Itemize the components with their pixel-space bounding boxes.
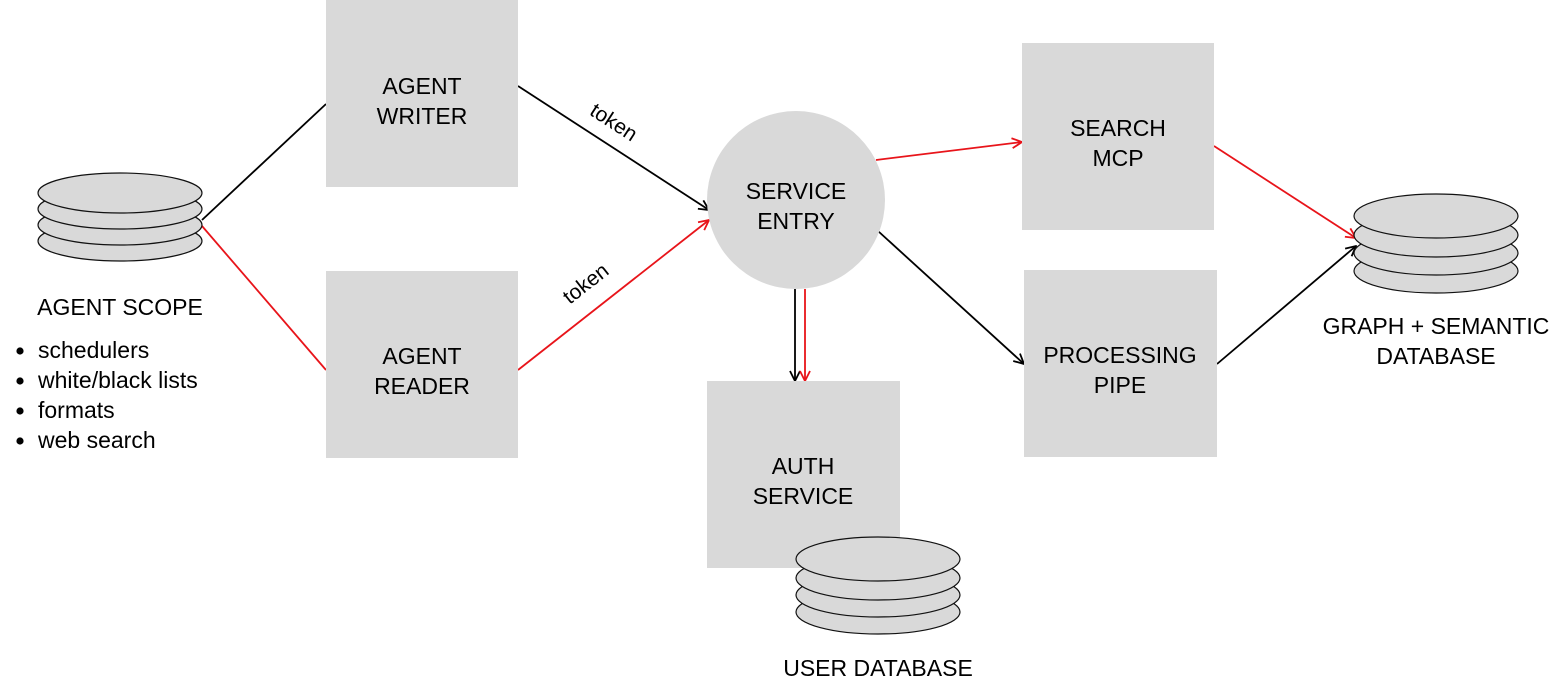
search-mcp-box — [1022, 43, 1214, 230]
database-icon — [1353, 193, 1519, 294]
agent-reader-node: AGENT READER — [326, 271, 518, 458]
edge-scope-to-writer — [201, 103, 327, 221]
agent-writer-box — [326, 0, 518, 187]
service-entry-circle — [707, 111, 885, 289]
edge-processing-to-graph-db — [1216, 246, 1356, 365]
list-item: formats — [38, 397, 115, 423]
user-database-label: USER DATABASE — [783, 655, 973, 681]
agent-writer-label-line1: AGENT — [382, 73, 461, 99]
service-entry-node: SERVICE ENTRY — [707, 111, 885, 289]
agent-scope-list: schedulers white/black lists formats web… — [16, 337, 198, 453]
bullet-dot — [16, 437, 24, 445]
auth-service-label-line2: SERVICE — [753, 483, 854, 509]
agent-scope-database: AGENT SCOPE — [37, 172, 203, 320]
edge-reader-to-entry — [517, 220, 709, 371]
service-entry-label-line1: SERVICE — [746, 178, 847, 204]
bullet-dot — [16, 407, 24, 415]
edge-scope-to-reader — [201, 225, 327, 371]
list-item: white/black lists — [37, 367, 198, 393]
agent-reader-box — [326, 271, 518, 458]
database-icon — [37, 172, 203, 262]
processing-pipe-label-line1: PROCESSING — [1043, 342, 1196, 368]
agent-reader-label-line1: AGENT — [382, 343, 461, 369]
service-entry-label-line2: ENTRY — [757, 208, 835, 234]
agent-writer-node: AGENT WRITER — [326, 0, 518, 187]
edge-search-to-graph-db — [1213, 145, 1356, 238]
user-database: USER DATABASE — [783, 536, 973, 681]
edge-entry-to-processing — [877, 230, 1024, 364]
bullet-dot — [16, 377, 24, 385]
search-mcp-label-line1: SEARCH — [1070, 115, 1166, 141]
auth-service-label-line1: AUTH — [772, 453, 835, 479]
processing-pipe-node: PROCESSING PIPE — [1024, 270, 1217, 457]
graph-semantic-db-label-line1: GRAPH + SEMANTIC — [1323, 313, 1550, 339]
agent-writer-label-line2: WRITER — [377, 103, 468, 129]
edges — [201, 85, 1356, 381]
edge-label-writer-token: token — [586, 99, 642, 146]
processing-pipe-label-line2: PIPE — [1094, 372, 1146, 398]
bullet-dot — [16, 347, 24, 355]
processing-pipe-box — [1024, 270, 1217, 457]
database-icon — [795, 536, 961, 635]
list-item: web search — [37, 427, 156, 453]
graph-semantic-database: GRAPH + SEMANTIC DATABASE — [1323, 193, 1550, 369]
agent-scope-label: AGENT SCOPE — [37, 294, 203, 320]
edge-entry-to-search — [875, 142, 1022, 161]
agent-reader-label-line2: READER — [374, 373, 470, 399]
edge-writer-to-entry — [517, 85, 709, 210]
search-mcp-node: SEARCH MCP — [1022, 43, 1214, 230]
list-item: schedulers — [38, 337, 149, 363]
graph-semantic-db-label-line2: DATABASE — [1376, 343, 1495, 369]
search-mcp-label-line2: MCP — [1092, 145, 1143, 171]
